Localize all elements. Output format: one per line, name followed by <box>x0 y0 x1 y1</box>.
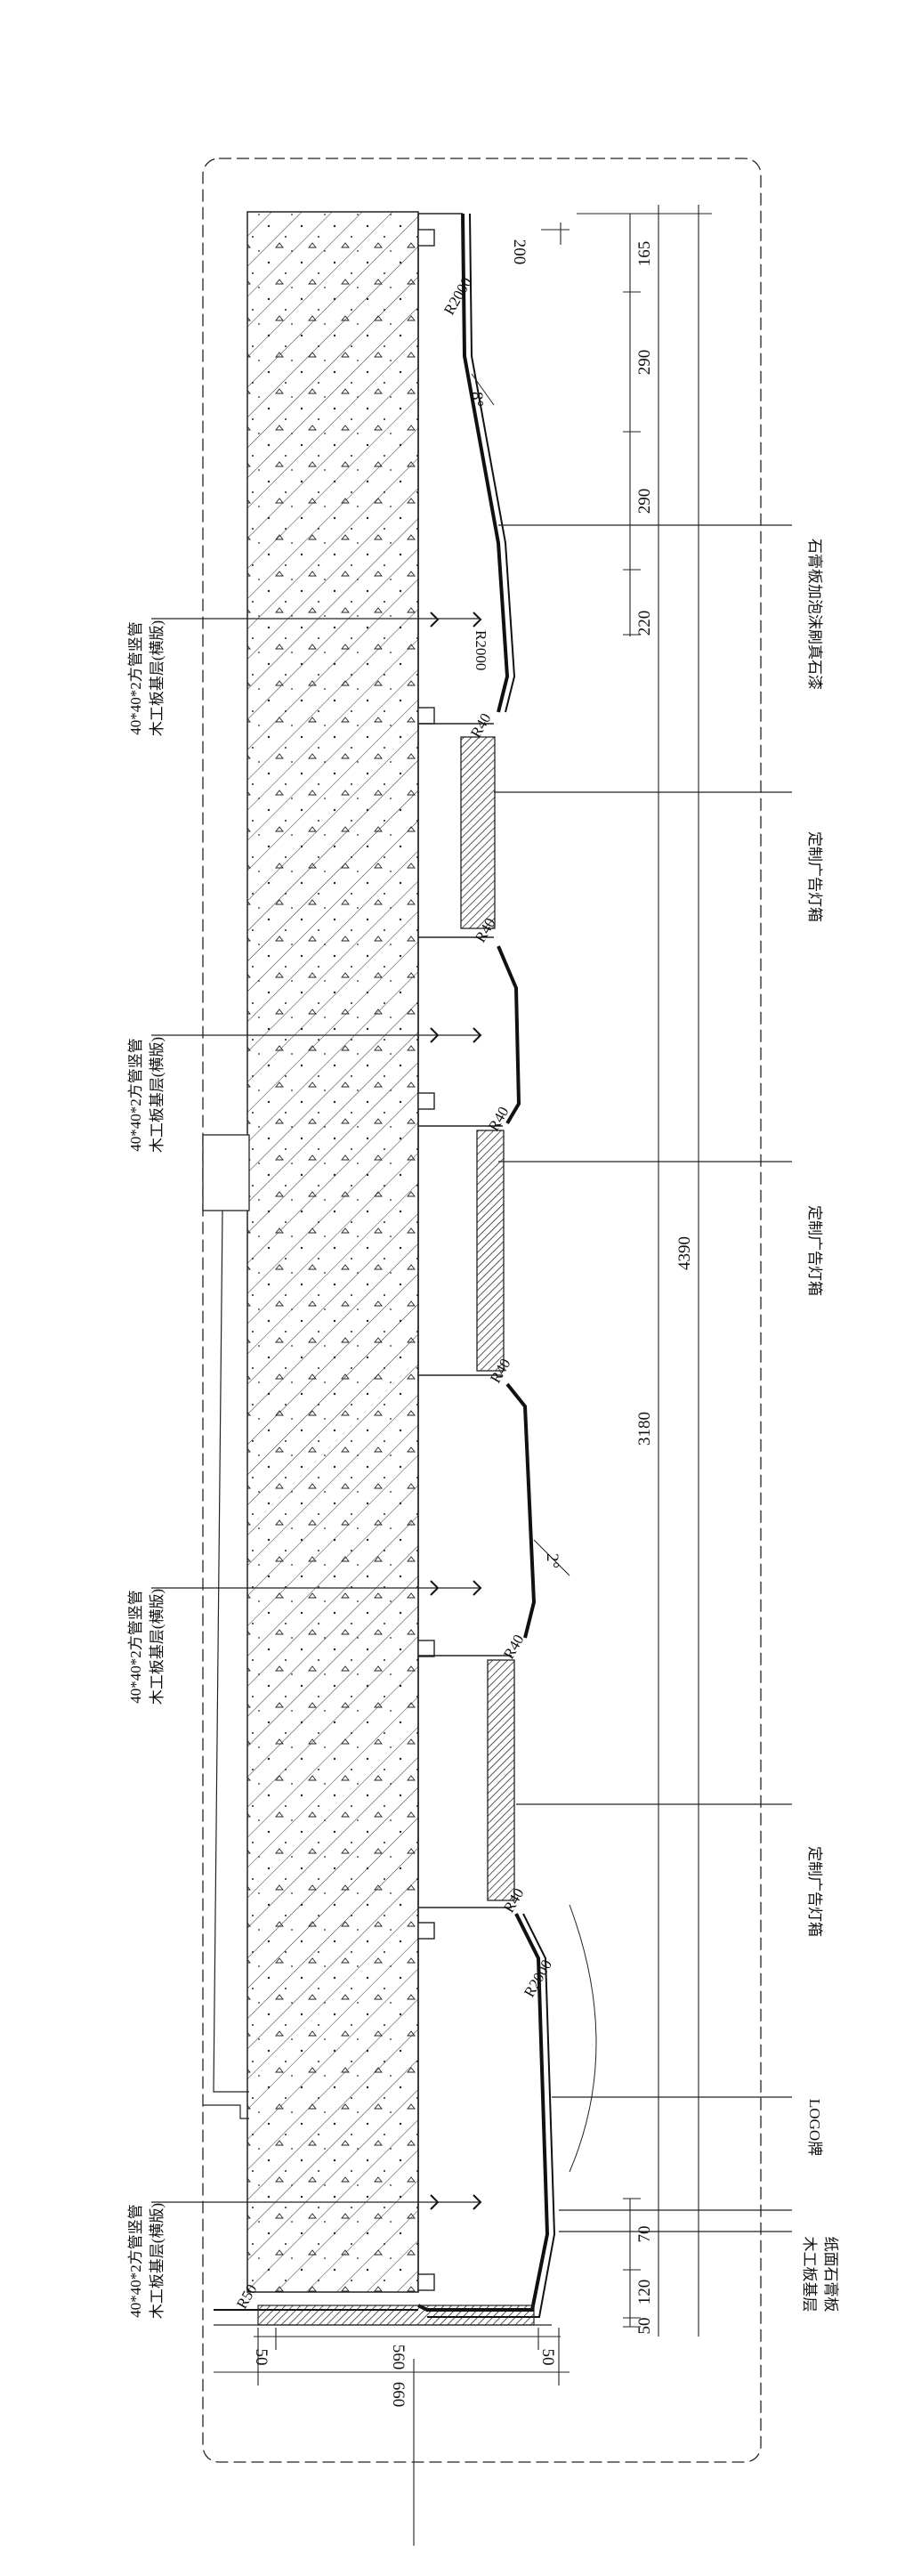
radius-r40-1: R40 <box>467 710 495 741</box>
radius-r40-5: R40 <box>500 1632 528 1662</box>
right-dimension-lines <box>541 205 712 2337</box>
left-label-2-line1: 40*40*2方管竖管 <box>127 1038 144 1152</box>
base-strip <box>214 2305 552 2326</box>
bottom-dimension-lines <box>214 2328 570 2546</box>
dim-top-200: 200 <box>510 239 529 265</box>
left-label-1-line1: 40*40*2方管竖管 <box>127 621 144 735</box>
left-label-3-line1: 40*40*2方管竖管 <box>127 1590 144 1704</box>
angle-marks <box>471 373 570 1576</box>
angle-top: 8° <box>467 392 486 407</box>
frame-members <box>418 213 512 1908</box>
right-dimension-texts: 165 290 290 220 3180 4390 70 120 50 <box>635 241 694 2335</box>
right-label-lightbox-1: 定制广告灯箱 <box>806 831 823 922</box>
radius-r40-3: R40 <box>485 1104 513 1134</box>
left-label-1-line2: 木工板基层(横版) <box>149 620 166 736</box>
dim-total-4390: 4390 <box>675 1236 694 1270</box>
dim-segment-165: 165 <box>635 241 654 267</box>
dim-bottom-50-left: 50 <box>252 2349 271 2366</box>
angle-mid: 2° <box>543 1553 562 1568</box>
left-label-3-line2: 木工板基层(横版) <box>149 1589 166 1705</box>
radius-r2000-logo: R2000 <box>521 1956 555 2000</box>
right-label-logo: LOGO牌 <box>806 2099 823 2156</box>
logo-arc <box>569 1904 597 2173</box>
dim-segment-220: 220 <box>635 611 654 636</box>
dim-segment-3180: 3180 <box>635 1412 654 1446</box>
right-labels: 石膏板加泡沫刷真石漆 定制广告灯箱 定制广告灯箱 定制广告灯箱 LOGO牌 木工… <box>801 539 840 2313</box>
dim-segment-50: 50 <box>635 2318 654 2335</box>
left-leaders <box>151 618 481 2203</box>
dim-segment-290-b: 290 <box>635 489 654 514</box>
left-labels: 40*40*2方管竖管 木工板基层(横版) 40*40*2方管竖管 木工板基层(… <box>127 620 166 2319</box>
dim-bottom-660: 660 <box>389 2382 408 2408</box>
right-label-plaster: 石膏板加泡沫刷真石漆 <box>806 539 824 690</box>
dim-bottom-560: 560 <box>389 2345 408 2370</box>
dim-bottom-50-right: 50 <box>538 2349 557 2366</box>
dim-segment-120: 120 <box>635 2280 654 2305</box>
dim-segment-70: 70 <box>635 2226 654 2243</box>
dim-segment-290-a: 290 <box>635 350 654 376</box>
right-label-lightbox-3: 定制广告灯箱 <box>806 1846 823 1937</box>
bottom-dimension-texts: 50 560 50 660 <box>252 2345 557 2408</box>
radius-r2000-mid: R2000 <box>473 630 489 670</box>
square-tube-posts <box>417 229 435 2291</box>
right-label-lightbox-2: 定制广告灯箱 <box>806 1205 823 1296</box>
left-label-2-line2: 木工板基层(横版) <box>149 1037 166 1153</box>
right-label-base: 木工板基层 <box>801 2237 818 2313</box>
concrete-wall <box>202 211 419 2293</box>
light-boxes <box>460 736 515 1901</box>
left-label-4-line2: 木工板基层(横版) <box>149 2203 166 2319</box>
left-label-4-line1: 40*40*2方管竖管 <box>127 2204 144 2318</box>
right-label-gypsum: 纸面石膏板 <box>822 2237 840 2313</box>
